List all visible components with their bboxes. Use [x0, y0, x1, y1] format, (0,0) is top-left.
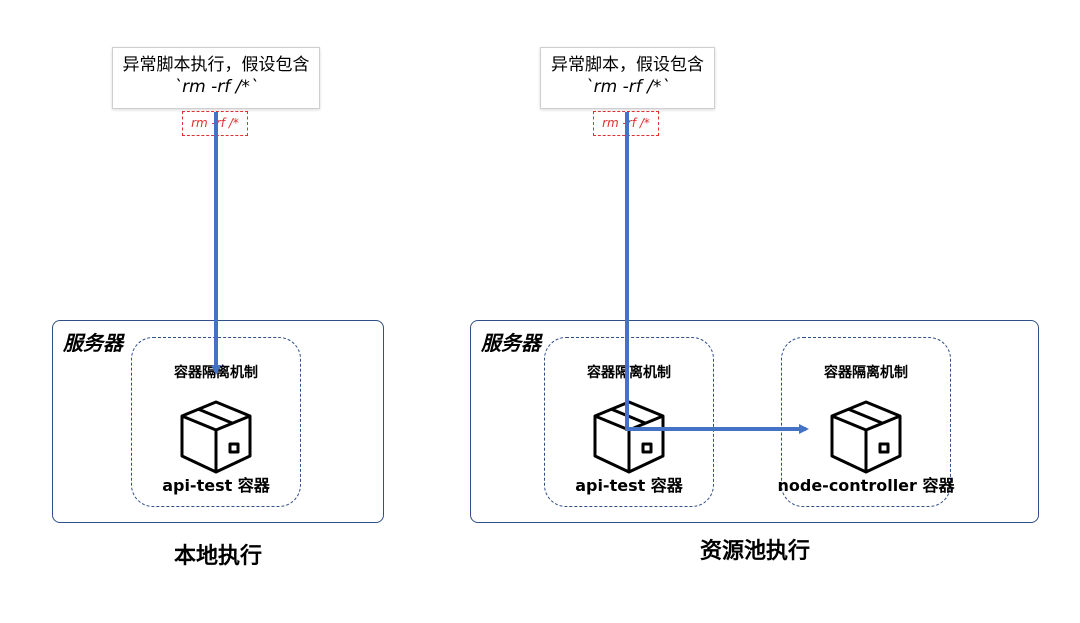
- right-caption: 资源池执行: [699, 539, 810, 564]
- right-script-line2: `rm -rf /*`: [585, 77, 670, 97]
- right-flow-arrow: [625, 112, 809, 434]
- right-script-line1: 异常脚本，假设包含: [551, 55, 704, 75]
- box-icon: [828, 396, 904, 476]
- right-isolation-label-node: 容器隔离机制: [824, 365, 908, 381]
- left-server-label: 服务器: [63, 331, 123, 355]
- left-script-line2: `rm -rf /*`: [173, 77, 259, 97]
- right-server-label: 服务器: [481, 331, 541, 355]
- left-container-label: api-test 容器: [162, 476, 270, 495]
- right-container-label-api: api-test 容器: [575, 476, 683, 495]
- left-script-box: 异常脚本执行，假设包含 `rm -rf /*`: [112, 47, 320, 109]
- left-caption: 本地执行: [173, 544, 262, 569]
- left-script-line1: 异常脚本执行，假设包含: [122, 55, 310, 75]
- right-isolation-area-node: 容器隔离机制 node-controller 容器: [777, 337, 955, 507]
- box-icon: [178, 396, 254, 476]
- right-container-label-node: node-controller 容器: [777, 476, 955, 495]
- right-script-box: 异常脚本，假设包含 `rm -rf /*`: [540, 47, 715, 109]
